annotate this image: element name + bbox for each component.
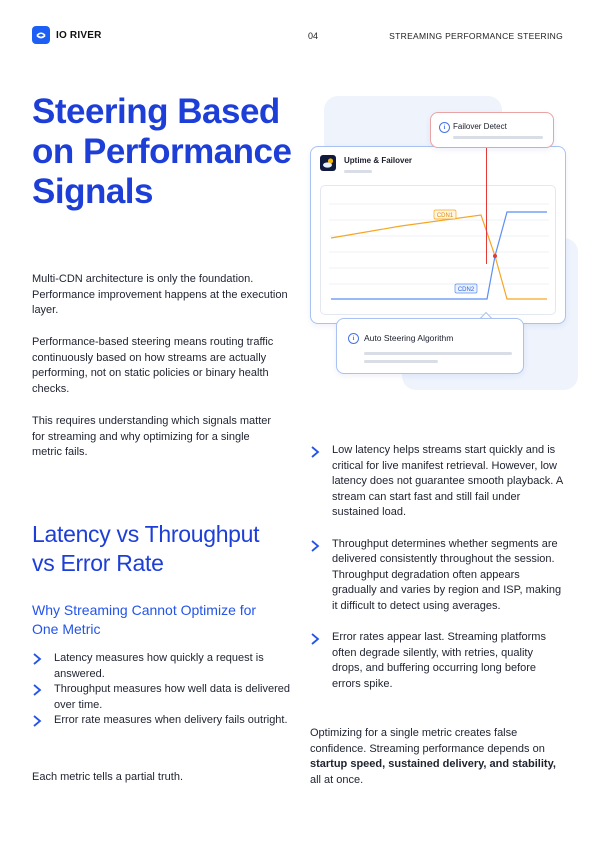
steering-illustration: Uptime & Failover CDN1 CDN2 [304, 96, 580, 392]
weather-cloud-icon [320, 155, 336, 171]
conclusion-emphasis: startup speed, sustained delivery, and s… [310, 758, 556, 770]
intro-paragraph: This requires understanding which signal… [32, 415, 272, 458]
chevron-right-icon [311, 446, 320, 458]
page-title: Steering Based on Performance Signals [32, 92, 312, 212]
logo-icon [32, 26, 50, 44]
intro-paragraph: Multi-CDN architecture is only the found… [32, 273, 288, 316]
placeholder-bar [453, 136, 543, 139]
cdn2-label: CDN2 [458, 287, 475, 293]
page-number: 04 [308, 31, 319, 41]
brand-logo: IO RIVER [32, 26, 102, 44]
uptime-failover-card: Uptime & Failover CDN1 CDN2 [310, 146, 566, 324]
list-item: Latency measures how quickly a request i… [32, 651, 292, 682]
conclusion-paragraph: Optimizing for a single metric creates f… [310, 726, 566, 788]
chevron-right-icon [311, 539, 320, 552]
subheading-line: Why Streaming Cannot Optimize for [32, 602, 257, 618]
section-heading: Latency vs Throughput vs Error Rate [32, 520, 312, 578]
title-line: Signals [32, 172, 153, 211]
cdn1-line [330, 214, 547, 300]
conclusion-text: Optimizing for a single metric creates f… [310, 727, 545, 755]
title-line: on Performance [32, 132, 292, 171]
cdn2-line [331, 211, 547, 300]
metric-detail-list: Low latency helps streams start quickly … [310, 443, 564, 692]
auto-steering-label: Auto Steering Algorithm [364, 333, 454, 343]
list-item: Error rate measures when delivery fails … [32, 713, 292, 729]
uptime-failover-label: Uptime & Failover [344, 156, 413, 165]
closing-text: Each metric tells a partial truth. [32, 771, 184, 783]
cdn1-label: CDN1 [437, 213, 454, 219]
section-subheading: Why Streaming Cannot Optimize for One Me… [32, 601, 302, 639]
list-item: Error rates appear last. Streaming platf… [310, 630, 564, 692]
chart-panel: CDN1 CDN2 [320, 185, 556, 315]
conclusion-text: all at once. [310, 773, 364, 786]
brand-name: IO RIVER [56, 29, 102, 41]
chevron-right-icon [311, 633, 320, 645]
failover-detect-card: i Failover Detect [430, 112, 554, 148]
placeholder-bar [364, 360, 438, 363]
placeholder-bar [344, 170, 372, 173]
failover-detect-label: Failover Detect [453, 122, 507, 131]
list-item: Low latency helps streams start quickly … [310, 443, 564, 521]
section-header-title: STREAMING PERFORMANCE STEERING [389, 31, 563, 41]
info-icon: i [348, 333, 359, 344]
cdn-chart: CDN1 CDN2 [329, 203, 549, 300]
metric-bullet-list: Latency measures how quickly a request i… [32, 651, 292, 729]
subheading-line: One Metric [32, 621, 101, 637]
chevron-right-icon [33, 715, 42, 727]
chevron-right-icon [33, 653, 42, 665]
title-line: Steering Based [32, 92, 280, 131]
info-icon: i [439, 122, 450, 133]
intro-paragraph: Performance-based steering means routing… [32, 336, 274, 395]
placeholder-bar [364, 352, 512, 355]
failover-line [486, 136, 487, 264]
heading-line: Latency vs Throughput [32, 521, 260, 547]
heading-line: vs Error Rate [32, 550, 164, 576]
list-item: Throughput determines whether segments a… [310, 537, 564, 615]
auto-steering-card: i Auto Steering Algorithm [336, 318, 524, 374]
chevron-right-icon [33, 684, 42, 696]
list-item: Throughput measures how well data is del… [32, 682, 292, 713]
